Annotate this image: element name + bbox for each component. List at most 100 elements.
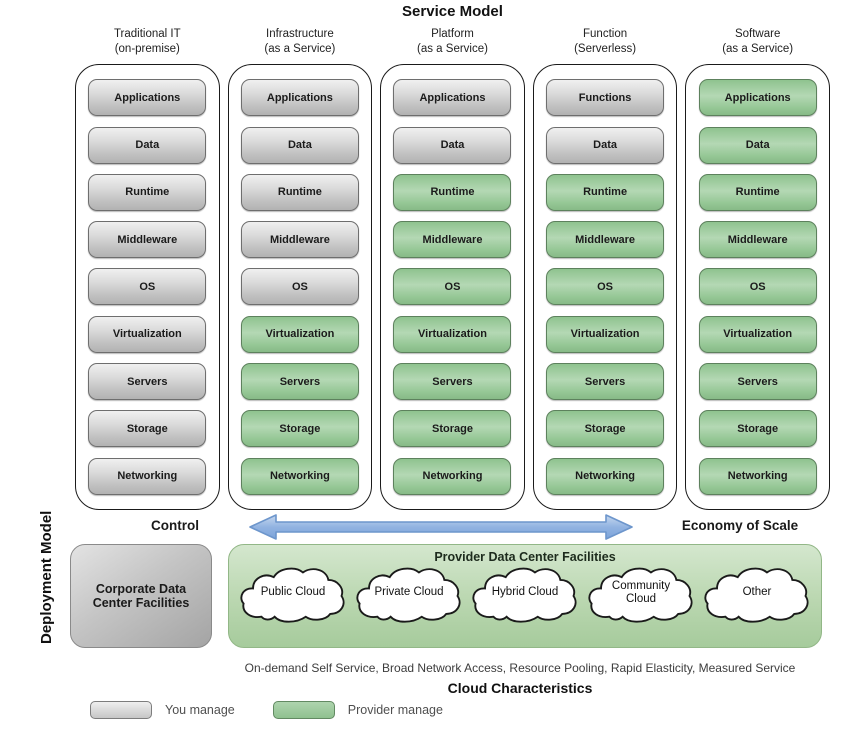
layer-box-os: OS (698, 268, 817, 306)
deployment-clouds: Public Cloud Private Cloud Hybrid Cloud Com… (229, 562, 821, 630)
layer-box-middleware: Middleware (240, 221, 359, 259)
cloud-community-cloud: Community Cloud (585, 562, 698, 630)
layer-box-virtualization: Virtualization (88, 315, 207, 353)
legend-item-you: You manage (90, 701, 235, 719)
column-header-line2: (as a Service) (722, 42, 794, 55)
legend-label: Provider manage (347, 703, 443, 717)
cloud-characteristics-line: On-demand Self Service, Broad Network Ac… (244, 661, 796, 675)
layer-box-networking: Networking (240, 457, 359, 495)
economy-of-scale-label: Economy of Scale (681, 518, 799, 533)
cloud-characteristics-title: Cloud Characteristics (447, 680, 593, 696)
layer-box-middleware: Middleware (88, 221, 207, 259)
cloud-other: Other (701, 562, 814, 630)
column-header-line1: Traditional IT (113, 28, 181, 40)
layer-box-storage: Storage (88, 410, 207, 448)
provider-data-center-title: Provider Data Center Facilities (434, 550, 616, 564)
column-header-iaas: Infrastructure (as a Service) (228, 27, 373, 64)
layer-box-virtualization: Virtualization (393, 315, 512, 353)
legend-item-provider: Provider manage (272, 701, 443, 719)
layer-box-virtualization: Virtualization (546, 315, 665, 353)
layer-box-storage: Storage (240, 410, 359, 448)
corporate-data-center-box: Corporate Data Center Facilities (70, 544, 212, 648)
column-header-line2: (Serverless) (574, 42, 637, 55)
column-header-saas: Software (as a Service) (685, 27, 830, 64)
layer-box-os: OS (88, 268, 207, 306)
layer-box-os: OS (546, 268, 665, 306)
legend-swatch-provider-icon (272, 701, 335, 719)
layer-box-networking: Networking (546, 457, 665, 495)
layer-box-servers: Servers (88, 363, 207, 401)
layer-box-servers: Servers (240, 363, 359, 401)
deployment-model-label: Deployment Model (38, 510, 55, 644)
layer-box-applications: Applications (240, 79, 359, 117)
legend-label: You manage (165, 703, 235, 717)
layer-box-data: Data (546, 126, 665, 164)
layer-box-networking: Networking (393, 457, 512, 495)
column-header-traditional-it: Traditional IT (on-premise) (75, 27, 220, 64)
service-column-iaas: Infrastructure (as a Service) Applications… (227, 27, 373, 510)
layer-box-networking: Networking (88, 457, 207, 495)
cloud-shape-icon (703, 567, 809, 623)
layer-box-functions: Functions (546, 79, 665, 117)
layer-box-storage: Storage (393, 410, 512, 448)
layer-box-servers: Servers (393, 363, 512, 401)
column-header-paas: Platform (as a Service) (380, 27, 525, 64)
layer-box-applications: Applications (698, 79, 817, 117)
layer-box-runtime: Runtime (393, 173, 512, 211)
cloud-public-cloud: Public Cloud (237, 562, 350, 630)
cloud-shape-icon (587, 567, 693, 623)
column-header-line2: (as a Service) (417, 42, 488, 55)
double-arrow-icon (249, 514, 633, 540)
cloud-shape-icon (239, 567, 345, 623)
layer-box-virtualization: Virtualization (240, 315, 359, 353)
layer-box-os: OS (240, 268, 359, 306)
cloud-hybrid-cloud: Hybrid Cloud (469, 562, 582, 630)
cloud-shape-icon (355, 567, 461, 623)
legend: You manage Provider manage (90, 701, 443, 719)
layer-box-middleware: Middleware (546, 221, 665, 259)
cloud-label: Community Cloud (611, 579, 671, 605)
column-header-line1: Software (734, 28, 781, 40)
column-header-line2: (on-premise) (114, 42, 180, 55)
layer-box-storage: Storage (546, 410, 665, 448)
control-label: Control (151, 518, 199, 533)
cloud-label: Private Cloud (374, 586, 444, 599)
service-model-title: Service Model (402, 3, 503, 20)
cloud-label: Public Cloud (260, 586, 326, 599)
layer-box-runtime: Runtime (240, 173, 359, 211)
column-header-line1: Infrastructure (266, 28, 334, 40)
layer-box-runtime: Runtime (698, 173, 817, 211)
cloud-private-cloud: Private Cloud (353, 562, 466, 630)
layer-box-data: Data (88, 126, 207, 164)
layer-box-applications: Applications (88, 79, 207, 117)
column-header-faas: Function (Serverless) (533, 27, 678, 64)
layer-box-os: OS (393, 268, 512, 306)
cloud-label: Other (742, 586, 772, 599)
layer-box-runtime: Runtime (546, 173, 665, 211)
column-header-line2: (as a Service) (264, 42, 336, 55)
layer-box-servers: Servers (698, 363, 817, 401)
layer-box-runtime: Runtime (88, 173, 207, 211)
layer-box-applications: Applications (393, 79, 512, 117)
column-header-line1: Function (583, 28, 628, 40)
layer-box-storage: Storage (698, 410, 817, 448)
provider-data-center-box: Provider Data Center Facilities Public C… (228, 544, 822, 648)
layer-box-virtualization: Virtualization (698, 315, 817, 353)
layer-box-middleware: Middleware (393, 221, 512, 259)
legend-swatch-you-icon (90, 701, 152, 719)
column-header-line1: Platform (431, 28, 474, 40)
layer-box-middleware: Middleware (698, 221, 817, 259)
layer-box-data: Data (698, 126, 817, 164)
control-economy-arrow (246, 512, 636, 542)
